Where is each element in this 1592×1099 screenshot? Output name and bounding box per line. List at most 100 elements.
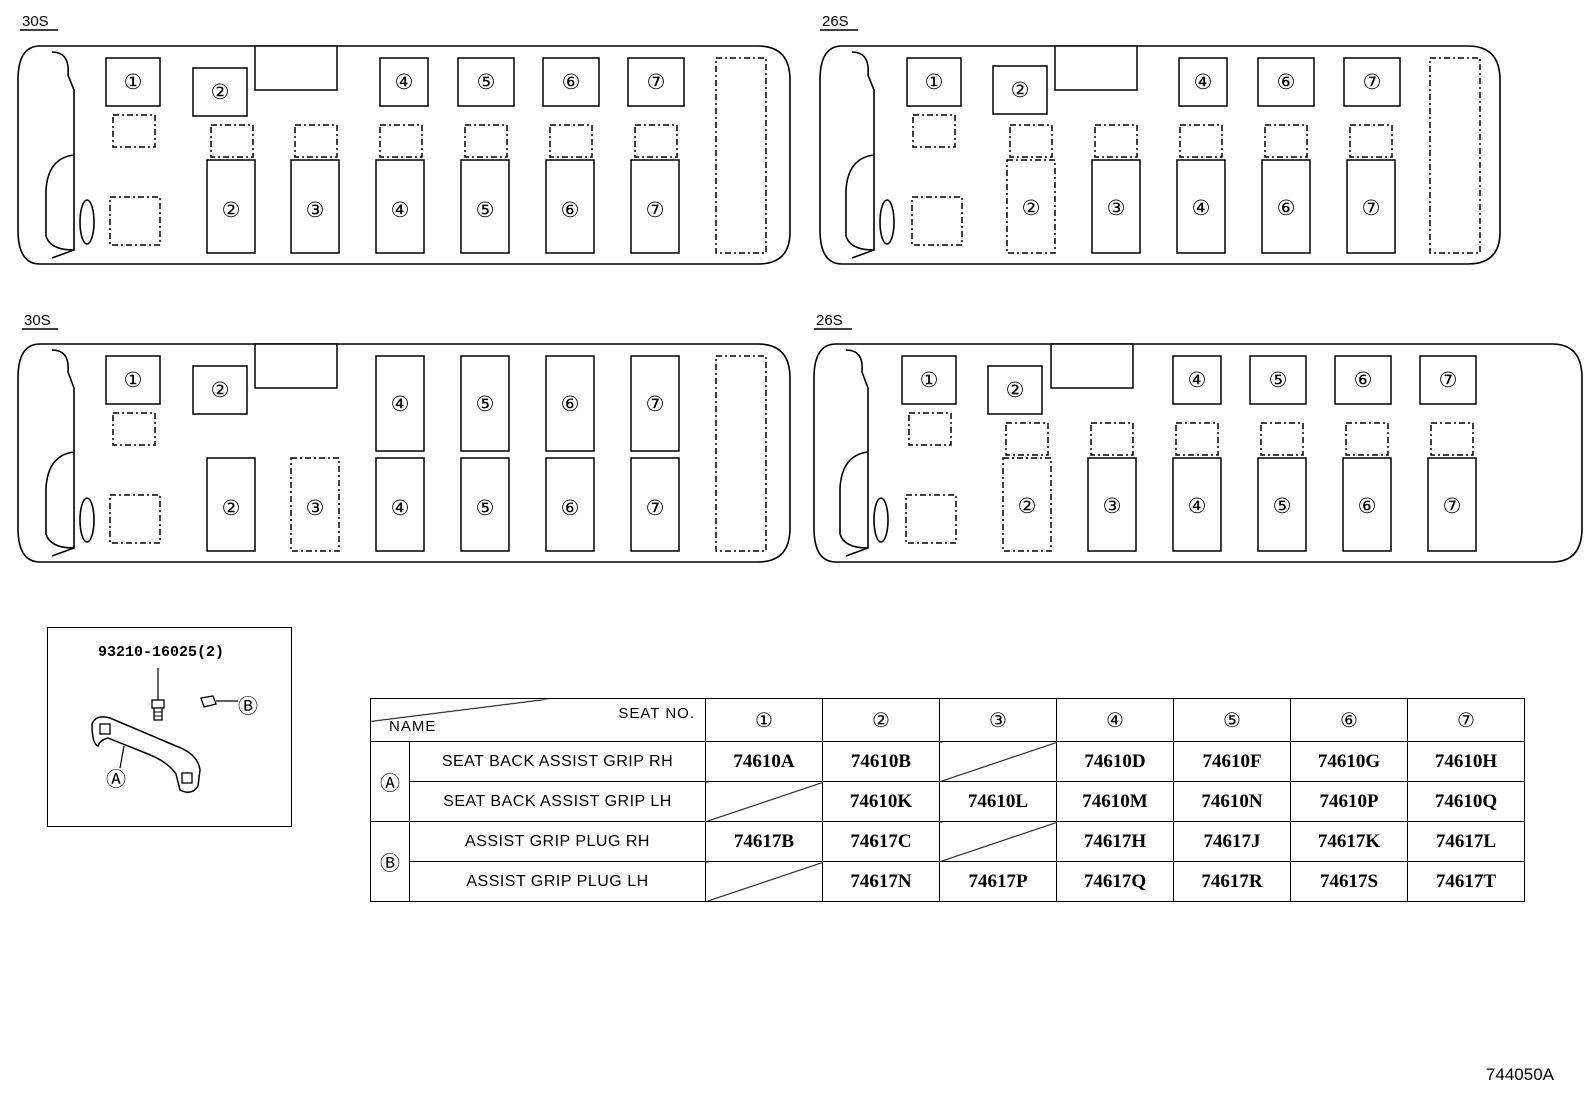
seat-number: ② — [222, 497, 241, 520]
seat-number: ② — [211, 81, 230, 104]
callout-a: Ⓐ — [106, 769, 126, 791]
part-code: 74610H — [1407, 741, 1525, 782]
grip-plug-icon — [200, 695, 217, 708]
part-code: 74610B — [822, 741, 940, 782]
part-code: 74610F — [1173, 741, 1291, 782]
assist-grip-illustration — [91, 668, 238, 793]
seat-number: ⑤ — [476, 199, 495, 222]
column-header: ⑦ — [1407, 698, 1525, 742]
assist-grip-icon — [91, 716, 201, 793]
seat-number: ② — [1018, 495, 1037, 518]
column-header: ③ — [939, 698, 1057, 742]
layout-label: 30S — [22, 13, 49, 30]
seat-number: ① — [124, 369, 143, 392]
seat-number: ⑦ — [646, 199, 665, 222]
seat-number: ⑦ — [1443, 495, 1462, 518]
figure-reference: 744050A — [1485, 1065, 1554, 1084]
part-code: 74617P — [939, 861, 1057, 902]
screw-part-number: 93210-16025(2) — [98, 644, 225, 661]
seat-number: ⑥ — [1354, 369, 1373, 392]
seat-number: ⑦ — [646, 497, 665, 520]
seat-number: ① — [124, 71, 143, 94]
layout-panel-30s-top: 30S ① ② ④ ⑤ ⑥ ⑦ ② ③ ④ ⑤ ⑥ ⑦ — [17, 13, 791, 265]
part-code: 74610M — [1056, 781, 1174, 822]
part-code: 74617T — [1407, 861, 1525, 902]
group-marker-b: Ⓑ — [370, 821, 410, 902]
seat-number: ② — [1022, 197, 1041, 220]
part-code: 74617K — [1290, 821, 1408, 862]
seat-no-header: SEAT NO. — [618, 705, 695, 722]
seat-number: ⑦ — [647, 71, 666, 94]
not-applicable-cell — [939, 821, 1057, 862]
not-applicable-cell — [939, 741, 1057, 782]
seat-number: ④ — [395, 71, 414, 94]
column-header: ⑤ — [1173, 698, 1291, 742]
seat-number: ④ — [391, 497, 410, 520]
seat-number: ④ — [391, 393, 410, 416]
seat-number: ① — [925, 71, 944, 94]
part-code: 74610A — [705, 741, 823, 782]
part-code: 74617N — [822, 861, 940, 902]
callout-b: Ⓑ — [238, 696, 258, 718]
layout-panel-30s-bottom: 30S ① ② ④ ⑤ ⑥ ⑦ ② ③ ④ ⑤ ⑥ ⑦ — [17, 312, 791, 563]
seat-number: ⑤ — [1269, 369, 1288, 392]
hardware-detail-box: 93210-16025(2) Ⓐ Ⓑ — [47, 627, 292, 827]
seat-number: ② — [222, 199, 241, 222]
part-code: 74617J — [1173, 821, 1291, 862]
table-row: Ⓑ ASSIST GRIP PLUG RH 74617B 74617C 7461… — [370, 821, 1525, 902]
column-header: ② — [822, 698, 940, 742]
seat-number: ⑦ — [1363, 71, 1382, 94]
part-code: 74617Q — [1056, 861, 1174, 902]
part-name: ASSIST GRIP PLUG RH — [409, 821, 706, 862]
not-applicable-cell — [705, 781, 823, 822]
part-name: ASSIST GRIP PLUG LH — [409, 861, 706, 902]
part-code: 74617S — [1290, 861, 1408, 902]
parts-table: SEAT NO. NAME ① ② ③ ④ ⑤ ⑥ ⑦ Ⓐ SEAT BACK … — [370, 698, 1525, 902]
seat-number: ⑥ — [561, 497, 580, 520]
part-code: 74617C — [822, 821, 940, 862]
seat-number: ④ — [391, 199, 410, 222]
seat-number: ⑤ — [1273, 495, 1292, 518]
seat-number: ⑦ — [1362, 197, 1381, 220]
seat-number: ⑥ — [561, 199, 580, 222]
seat-number: ⑥ — [562, 71, 581, 94]
layout-panel-26s-top: 26S ① ② ④ ⑥ ⑦ ② ③ ④ ⑥ ⑦ — [819, 13, 1501, 265]
table-corner-header: SEAT NO. NAME — [370, 698, 706, 742]
group-marker-a: Ⓐ — [370, 741, 410, 822]
part-code: 74617H — [1056, 821, 1174, 862]
seat-number: ⑥ — [1277, 197, 1296, 220]
seat-number: ⑥ — [1277, 71, 1296, 94]
table-row: ASSIST GRIP PLUG LH 74617N 74617P 74617Q… — [371, 861, 1525, 902]
seat-number: ③ — [306, 199, 325, 222]
seat-layout-diagrams: 30S ① ② ④ ⑤ ⑥ ⑦ ② ③ ④ ⑤ ⑥ ⑦ 26S — [17, 13, 1583, 563]
part-name: SEAT BACK ASSIST GRIP LH — [409, 781, 706, 822]
seat-number: ⑤ — [476, 393, 495, 416]
seat-number: ④ — [1188, 369, 1207, 392]
part-code: 74617L — [1407, 821, 1525, 862]
part-code: 74617B — [705, 821, 823, 862]
part-code: 74617R — [1173, 861, 1291, 902]
seat-number: ② — [211, 379, 230, 402]
part-name: SEAT BACK ASSIST GRIP RH — [409, 741, 706, 782]
seat-number: ④ — [1188, 495, 1207, 518]
seat-number: ② — [1011, 79, 1030, 102]
seat-number: ③ — [306, 497, 325, 520]
seat-number: ② — [1006, 379, 1025, 402]
part-code: 74610G — [1290, 741, 1408, 782]
column-header: ④ — [1056, 698, 1174, 742]
part-code: 74610Q — [1407, 781, 1525, 822]
layout-panel-26s-bottom: 26S ① ② ④ ⑤ ⑥ ⑦ ② ③ ④ ⑤ ⑥ ⑦ — [813, 312, 1583, 563]
seat-number: ⑤ — [477, 71, 496, 94]
seat-number: ⑤ — [476, 497, 495, 520]
part-code: 74610D — [1056, 741, 1174, 782]
column-header: ① — [705, 698, 823, 742]
part-code: 74610N — [1173, 781, 1291, 822]
seat-number: ⑥ — [1358, 495, 1377, 518]
table-header-row: SEAT NO. NAME ① ② ③ ④ ⑤ ⑥ ⑦ — [370, 698, 1525, 742]
seat-number: ③ — [1107, 197, 1126, 220]
table-row: Ⓐ SEAT BACK ASSIST GRIP RH 74610A 74610B… — [370, 741, 1525, 822]
column-header: ⑥ — [1290, 698, 1408, 742]
seat-number: ④ — [1192, 197, 1211, 220]
part-code: 74610P — [1290, 781, 1408, 822]
table-row: SEAT BACK ASSIST GRIP LH 74610K 74610L 7… — [371, 781, 1525, 822]
